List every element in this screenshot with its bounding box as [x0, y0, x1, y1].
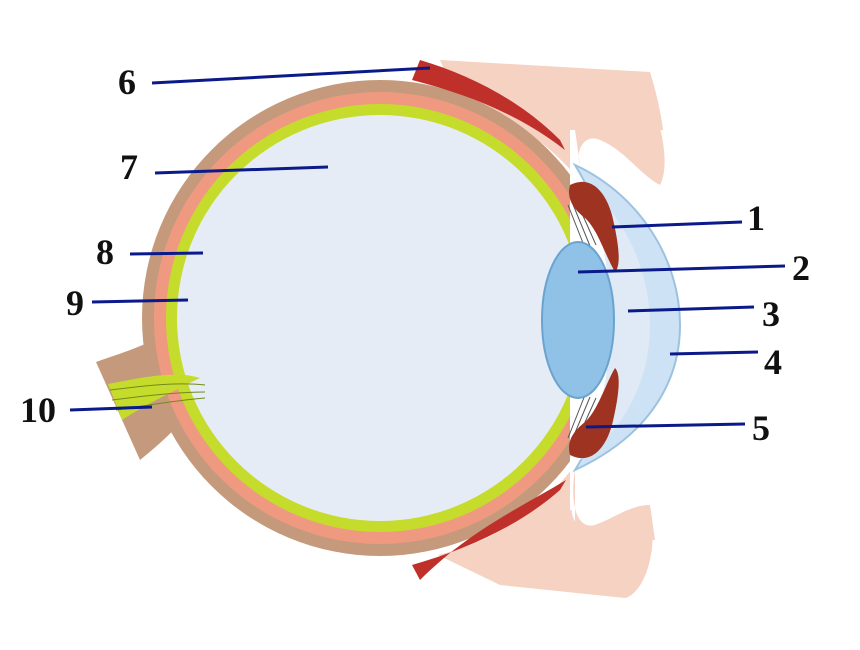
- leader-line-10: [69, 405, 153, 412]
- inferior-muscle: [412, 480, 566, 580]
- lower-eyelid: [438, 465, 653, 598]
- label-2: 2: [792, 248, 810, 288]
- label-5: 5: [752, 408, 770, 448]
- label-4: 4: [764, 342, 782, 382]
- label-8: 8: [96, 232, 114, 272]
- label-10: 10: [20, 390, 56, 430]
- iris-lower: [569, 368, 619, 459]
- leader-line-5: [585, 422, 746, 429]
- label-9: 9: [66, 283, 84, 323]
- upper-eyelid: [440, 60, 666, 185]
- ciliary-zonules: [567, 199, 597, 443]
- eyelid-front-upper: [575, 110, 665, 185]
- leader-line-6: [151, 66, 431, 85]
- eyelid-front-lower: [573, 470, 655, 540]
- label-1: 1: [747, 198, 765, 238]
- vitreous-body: [177, 115, 583, 521]
- label-3: 3: [762, 294, 780, 334]
- leader-line-8: [129, 251, 204, 256]
- label-6: 6: [118, 62, 136, 102]
- leader-line-4: [669, 350, 759, 356]
- leader-line-9: [91, 298, 189, 304]
- lens: [541, 241, 615, 399]
- leader-line-2: [577, 264, 786, 274]
- label-7: 7: [120, 147, 138, 187]
- superior-muscle: [412, 60, 565, 150]
- leader-line-7: [154, 165, 329, 175]
- leader-line-3: [627, 305, 755, 313]
- leader-line-1: [611, 220, 743, 229]
- iris-upper: [569, 181, 619, 272]
- leader-lines: [69, 66, 786, 429]
